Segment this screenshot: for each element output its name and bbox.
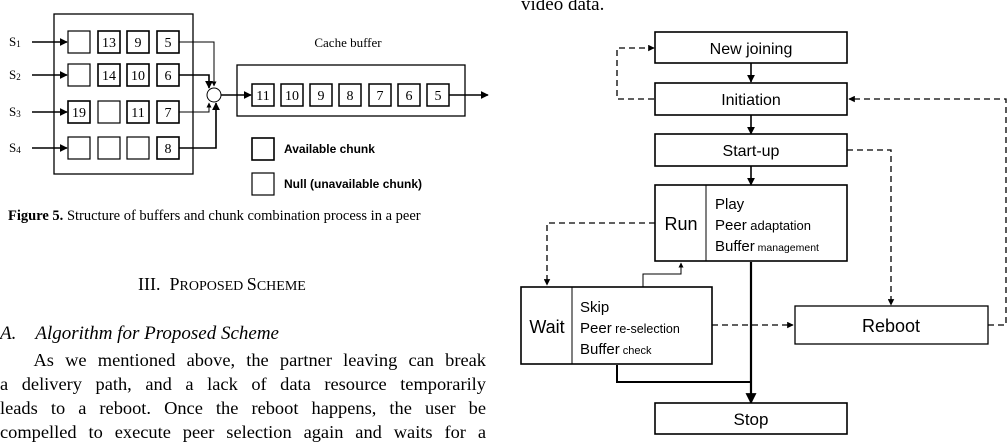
subsection-label: A. bbox=[0, 323, 17, 344]
cache-chunk bbox=[397, 83, 421, 107]
stop-label: Stop bbox=[734, 410, 769, 429]
caption-label: Figure 5. bbox=[8, 208, 64, 224]
paragraph-line: As we mentioned above, the partner leavi… bbox=[0, 350, 486, 370]
available-chunk bbox=[126, 30, 150, 54]
chunk-number: 8 bbox=[165, 142, 172, 157]
cache-chunk bbox=[338, 83, 362, 107]
reboot-label: Reboot bbox=[862, 316, 920, 336]
legend-label: Available chunk bbox=[284, 142, 375, 156]
chunk-number: 19 bbox=[72, 106, 86, 121]
line-wait-stop bbox=[616, 365, 751, 383]
null-chunk bbox=[67, 63, 91, 87]
wait-item: Peer re-selection bbox=[580, 320, 680, 337]
stream-buffer-frame bbox=[53, 13, 194, 175]
paragraph-line: compelled to execute peer selection agai… bbox=[0, 422, 486, 442]
initiation-box bbox=[654, 82, 848, 116]
new-joining-label: New joining bbox=[710, 41, 793, 58]
paragraph-line: leads to a reboot. Once the reboot happe… bbox=[0, 398, 486, 418]
cache-chunk-number: 9 bbox=[318, 89, 325, 104]
legend-available-swatch bbox=[251, 137, 275, 161]
subsection-heading: A. Algorithm for Proposed Scheme bbox=[0, 323, 279, 345]
section-heading: III. PROPOSED SCHEME bbox=[138, 274, 306, 295]
cache-chunk bbox=[280, 83, 304, 107]
figure-caption: Figure 5. Structure of buffers and chunk… bbox=[8, 208, 421, 225]
reboot-box bbox=[794, 305, 989, 345]
wait-label: Wait bbox=[529, 317, 564, 337]
startup-label: Start-up bbox=[723, 143, 780, 160]
chunk-number: 6 bbox=[165, 69, 172, 84]
legend-null-swatch bbox=[251, 172, 275, 196]
stream-label: S1 bbox=[9, 34, 21, 49]
section-title-part: P bbox=[169, 274, 180, 294]
run-box bbox=[654, 184, 848, 262]
section-title: PROPOSED SCHEME bbox=[169, 274, 305, 294]
combiner-node bbox=[206, 87, 222, 103]
chunk-number: 10 bbox=[131, 69, 145, 84]
null-chunk bbox=[126, 136, 150, 160]
caption-text: Structure of buffers and chunk combinati… bbox=[63, 208, 421, 224]
section-number: III. bbox=[138, 274, 161, 294]
null-chunk bbox=[97, 100, 121, 124]
chunk-number: 7 bbox=[165, 106, 172, 121]
run-item: Play bbox=[715, 196, 745, 213]
null-chunk bbox=[67, 30, 91, 54]
available-chunk bbox=[67, 100, 91, 124]
stream-label: S2 bbox=[9, 67, 21, 82]
dashed-arrow-reboot-initiation bbox=[848, 95, 1007, 326]
chunk-number: 11 bbox=[131, 106, 144, 121]
cache-chunk-number: 11 bbox=[256, 89, 269, 104]
body-text-fragment: video data. bbox=[521, 0, 605, 15]
combine-line bbox=[179, 41, 217, 87]
combine-line bbox=[179, 102, 220, 149]
chunk-number: 13 bbox=[102, 36, 116, 51]
stream-label: S4 bbox=[9, 140, 21, 155]
wait-item: Skip bbox=[580, 299, 609, 316]
cache-chunk-number: 7 bbox=[377, 89, 384, 104]
chunk-number: 5 bbox=[165, 36, 172, 51]
legend-label: Null (unavailable chunk) bbox=[284, 177, 422, 191]
arrow-wait-run bbox=[642, 262, 684, 287]
cache-chunk bbox=[309, 83, 333, 107]
dashed-arrow-run-wait bbox=[543, 222, 655, 286]
cache-chunk-number: 10 bbox=[285, 89, 299, 104]
run-item: Buffer management bbox=[715, 238, 819, 255]
wait-item: Buffer check bbox=[580, 341, 652, 358]
cache-buffer-frame bbox=[236, 64, 466, 117]
cache-chunk-number: 8 bbox=[347, 89, 354, 104]
paragraph-line: a delivery path, and a lack of data reso… bbox=[0, 374, 486, 394]
run-item: Peer adaptation bbox=[715, 217, 811, 234]
cache-chunk bbox=[368, 83, 392, 107]
wait-box bbox=[520, 286, 713, 365]
startup-box bbox=[654, 133, 848, 167]
section-title-part: S bbox=[246, 274, 257, 294]
available-chunk bbox=[126, 100, 150, 124]
available-chunk bbox=[97, 63, 121, 87]
null-chunk bbox=[67, 136, 91, 160]
available-chunk bbox=[126, 63, 150, 87]
dashed-arrow-initiation-newjoining bbox=[616, 44, 655, 100]
cache-buffer-label: Cache buffer bbox=[314, 35, 382, 50]
stream-label: S3 bbox=[9, 104, 21, 119]
body-paragraph: As we mentioned above, the partner leavi… bbox=[0, 348, 486, 444]
available-chunk bbox=[97, 30, 121, 54]
section-title-part: CHEME bbox=[256, 279, 306, 294]
chunk-number: 9 bbox=[135, 36, 142, 51]
combine-line bbox=[179, 74, 213, 89]
new-joining-box bbox=[654, 31, 848, 64]
stop-box bbox=[654, 402, 848, 435]
section-title-part: ROPOSED bbox=[179, 279, 247, 294]
cache-chunk bbox=[251, 83, 275, 107]
combine-line bbox=[179, 102, 212, 113]
chunk-number: 14 bbox=[102, 69, 116, 84]
null-chunk bbox=[97, 136, 121, 160]
initiation-label: Initiation bbox=[721, 92, 781, 109]
cache-chunk-number: 6 bbox=[406, 89, 413, 104]
run-label: Run bbox=[664, 214, 697, 234]
subsection-title: Algorithm for Proposed Scheme bbox=[35, 323, 279, 344]
dashed-arrow-startup-reboot bbox=[847, 149, 895, 306]
cache-chunk-number: 5 bbox=[435, 89, 442, 104]
